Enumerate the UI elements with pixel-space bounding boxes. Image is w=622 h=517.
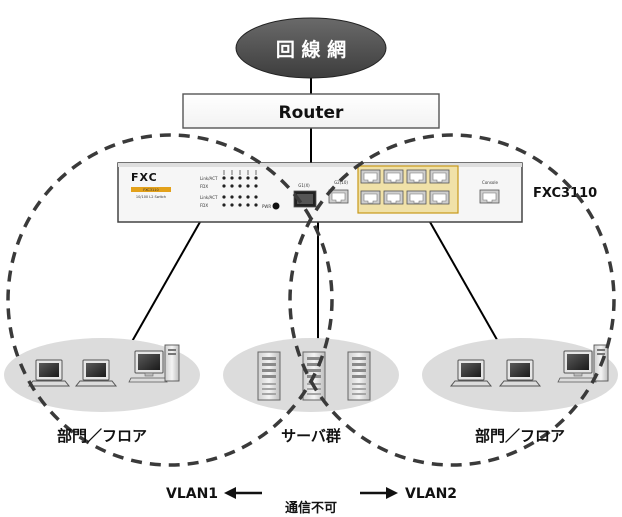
led-label-row4: FDX: [200, 203, 208, 208]
router: Router: [182, 93, 440, 129]
vlan1-label: VLAN1: [166, 486, 218, 502]
switch-console-port: [479, 189, 500, 204]
switch-led-ticks: [223, 170, 257, 175]
switch-pwr-label: PWR: [262, 204, 271, 209]
network-cloud: 回 線 網: [235, 17, 387, 79]
vlan1-arrow-icon: [224, 487, 262, 499]
right-group-label: 部門／フロア: [475, 427, 565, 445]
vlan2-arrow-icon: [360, 487, 398, 499]
no-communication-label: 通信不可: [285, 500, 337, 516]
connection-lines: [129, 66, 501, 346]
vlan1-boundary: [6, 133, 334, 467]
switch-to-right-group-line: [429, 221, 501, 346]
switch-to-left-group-line: [129, 221, 201, 346]
server-icon-1: [257, 351, 281, 401]
switch-brand-stripe: [131, 187, 171, 192]
switch-g1-label: G1(X): [298, 183, 310, 188]
led-label-row3: Link/ACT: [200, 195, 218, 200]
switch-sub-brand: FXC3110: [143, 188, 159, 192]
router-label: Router: [279, 103, 345, 123]
vlan2-boundary: [288, 133, 616, 467]
switch-console-label: Console: [482, 180, 498, 185]
switch-sub-text: 10/100 L2 Switch: [136, 195, 166, 199]
switch-led-panel: Link/ACT FDX Link/ACT FDX: [200, 176, 218, 208]
switch-model-label: FXC3110: [533, 186, 597, 201]
switch-port-block: [357, 165, 459, 214]
server-icon-3: [347, 351, 371, 401]
switch-pwr-led: [272, 202, 280, 210]
vlan2-label: VLAN2: [405, 486, 457, 502]
left-group-label: 部門／フロア: [57, 427, 147, 445]
center-group-label: サーバ群: [281, 427, 341, 445]
switch-brand-logo: FXC: [131, 171, 158, 184]
cloud-label: 回 線 網: [276, 38, 346, 61]
led-label-row1: Link/ACT: [200, 176, 218, 181]
switch-led-dots: [222, 176, 258, 207]
led-label-row2: FDX: [200, 184, 208, 189]
switch-device: FXC FXC3110 10/100 L2 Switch Link/ACT FD…: [117, 162, 523, 223]
switch-g2-label: G2(10): [334, 180, 348, 185]
